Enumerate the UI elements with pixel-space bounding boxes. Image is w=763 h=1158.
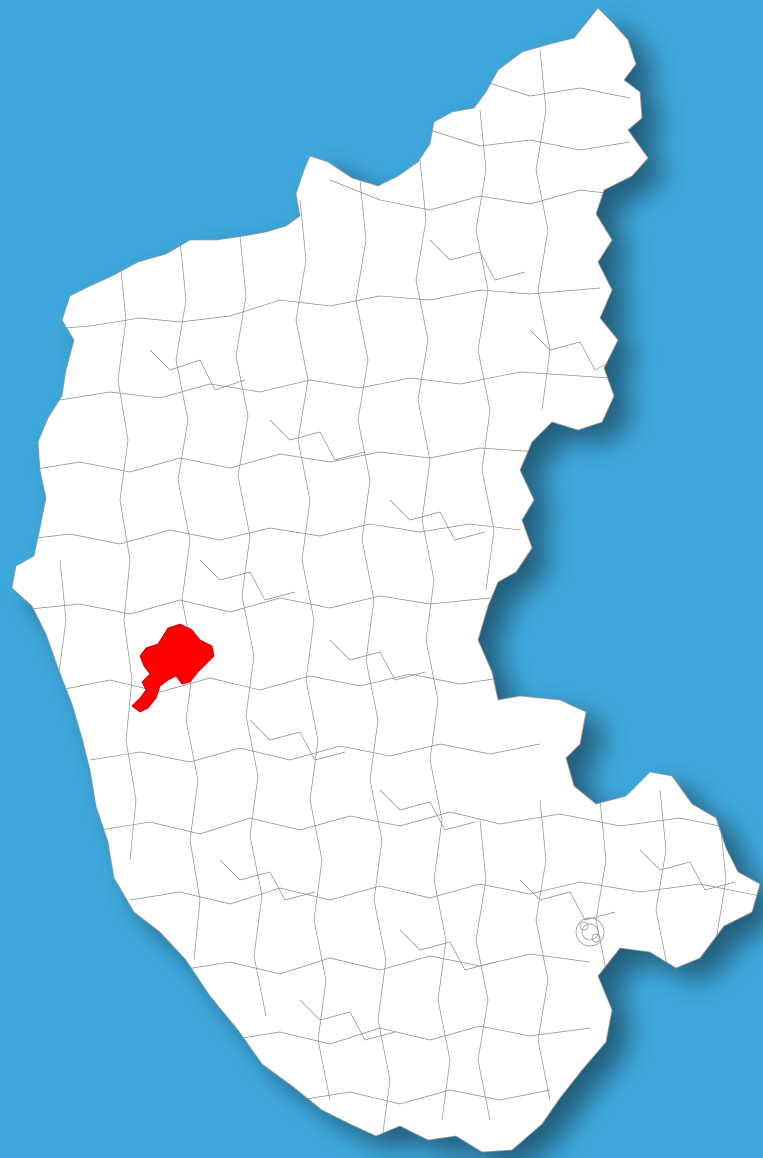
district-borders bbox=[19, 49, 760, 1141]
highlighted-district bbox=[131, 623, 215, 713]
state-landmass bbox=[11, 7, 761, 1153]
